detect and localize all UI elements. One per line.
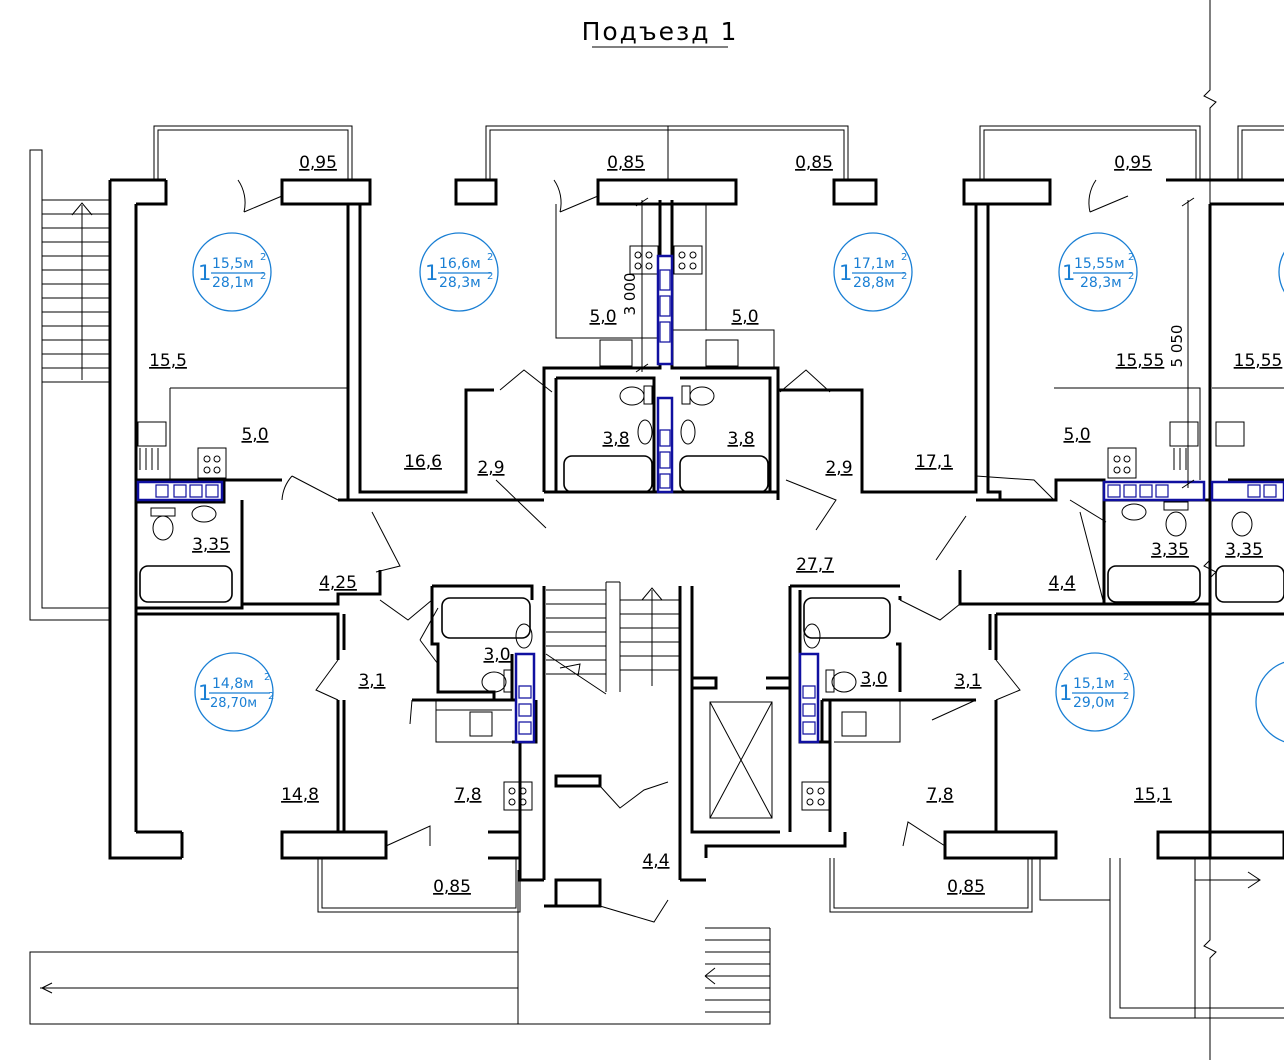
apartment-living-area: 15,5м — [212, 256, 254, 272]
area-label: 3,8 — [602, 429, 629, 449]
apartment-unit-sup: 2 — [487, 271, 493, 282]
apartment-badge: 1 16,6м 2 28,3м 2 — [419, 232, 499, 312]
dimension-label: 5 050 — [1168, 325, 1186, 368]
area-label: 0,85 — [947, 877, 985, 897]
apartment-rooms: 1 — [1059, 681, 1072, 705]
ventilation-shafts — [136, 254, 1284, 744]
apartment-unit-sup: 2 — [260, 252, 266, 263]
apartment-living-area: 14,8м — [212, 676, 254, 692]
area-label: 3,35 — [192, 535, 230, 555]
apartment-unit-sup: 2 — [1123, 672, 1129, 683]
apartment-badge: 1 14,8м 2 28,70м 2 — [194, 652, 274, 732]
apartment-rooms: 1 — [198, 681, 211, 705]
apartment-living-area: 16,6м — [439, 256, 481, 272]
apartment-total-area: 28,8м — [853, 275, 895, 291]
area-label: 0,85 — [795, 153, 833, 173]
area-label: 3,1 — [358, 671, 385, 691]
door-swings — [237, 179, 1129, 923]
apartment-badges: 1 15,5м 2 28,1м 2 1 16,6м 2 28,3м 2 1 17… — [192, 232, 1284, 743]
apartment-badge-partial — [1278, 251, 1284, 293]
apartment-rooms: 1 — [198, 261, 211, 285]
apartment-unit-sup: 2 — [1123, 691, 1129, 702]
apartment-total-area: 28,3м — [439, 275, 481, 291]
apartment-total-area: 28,1м — [212, 275, 254, 291]
dimension-lines: 3 000 5 050 — [621, 197, 1195, 489]
area-label: 0,95 — [1114, 153, 1152, 173]
apartment-badge: 1 17,1м 2 28,8м 2 — [833, 232, 913, 312]
apartment-total-area: 29,0м — [1073, 695, 1115, 711]
area-label: 17,1 — [915, 452, 953, 472]
area-label: 3,0 — [860, 669, 887, 689]
apartment-badge-partial — [1255, 661, 1284, 743]
entrance-ramp — [29, 858, 1261, 1025]
area-label: 15,55 — [1116, 351, 1165, 371]
area-label: 5,0 — [1063, 425, 1090, 445]
area-label: 4,25 — [319, 573, 357, 593]
apartment-living-area: 17,1м — [853, 256, 895, 272]
apartment-badge: 1 15,55м 2 28,3м 2 — [1058, 232, 1138, 312]
area-label: 2,9 — [477, 458, 504, 478]
apartment-unit-sup: 2 — [487, 252, 493, 263]
area-label: 2,9 — [825, 458, 852, 478]
apartment-unit-sup: 2 — [268, 691, 274, 702]
area-label: 14,8 — [281, 785, 319, 805]
area-label: 0,85 — [433, 877, 471, 897]
area-label: 15,1 — [1134, 785, 1172, 805]
bath-fixtures — [139, 385, 1284, 693]
area-label: 4,4 — [1048, 573, 1075, 593]
area-label: 3,1 — [954, 671, 981, 691]
area-label: 5,0 — [731, 307, 758, 327]
external-staircase — [29, 149, 111, 621]
apartment-unit-sup: 2 — [1128, 252, 1134, 263]
area-label: 7,8 — [454, 785, 481, 805]
apartment-total-area: 28,70м — [210, 696, 257, 711]
area-label: 7,8 — [926, 785, 953, 805]
apartment-badge: 1 15,5м 2 28,1м 2 — [192, 232, 272, 312]
apartment-unit-sup: 2 — [901, 252, 907, 263]
plan-title: Подъезд 1 — [582, 17, 739, 46]
area-label: 15,5 — [149, 351, 187, 371]
area-label: 5,0 — [241, 425, 268, 445]
area-label: 3,35 — [1225, 540, 1263, 560]
apartment-unit-sup: 2 — [901, 271, 907, 282]
area-label: 3,35 — [1151, 540, 1189, 560]
apartment-unit-sup: 2 — [1128, 271, 1134, 282]
area-label: 0,85 — [607, 153, 645, 173]
interior-walls — [134, 200, 1284, 908]
apartment-rooms: 1 — [839, 261, 852, 285]
area-label: 3,8 — [727, 429, 754, 449]
apartment-living-area: 15,1м — [1073, 676, 1115, 692]
area-label: 5,0 — [589, 307, 616, 327]
area-label: 3,0 — [483, 645, 510, 665]
area-labels: 0,95 0,85 0,85 0,95 15,5 5,0 16,6 5,0 5,… — [149, 153, 1282, 897]
area-label: 4,4 — [642, 851, 669, 871]
exterior-walls — [108, 178, 1284, 882]
area-label: 27,7 — [796, 555, 834, 575]
apartment-rooms: 1 — [425, 261, 438, 285]
apartment-badge: 1 15,1м 2 29,0м 2 — [1055, 652, 1135, 732]
apartment-unit-sup: 2 — [264, 672, 270, 683]
balconies — [153, 125, 1284, 1019]
area-label: 16,6 — [404, 452, 442, 472]
stair — [545, 581, 773, 819]
apartment-rooms: 1 — [1062, 261, 1075, 285]
apartment-living-area: 15,55м — [1074, 256, 1125, 272]
area-label: 15,55 — [1234, 351, 1283, 371]
area-label: 0,95 — [299, 153, 337, 173]
kitchen-counters — [137, 204, 1284, 811]
dimension-label: 3 000 — [621, 273, 639, 316]
apartment-total-area: 28,3м — [1080, 275, 1122, 291]
apartment-unit-sup: 2 — [260, 271, 266, 282]
